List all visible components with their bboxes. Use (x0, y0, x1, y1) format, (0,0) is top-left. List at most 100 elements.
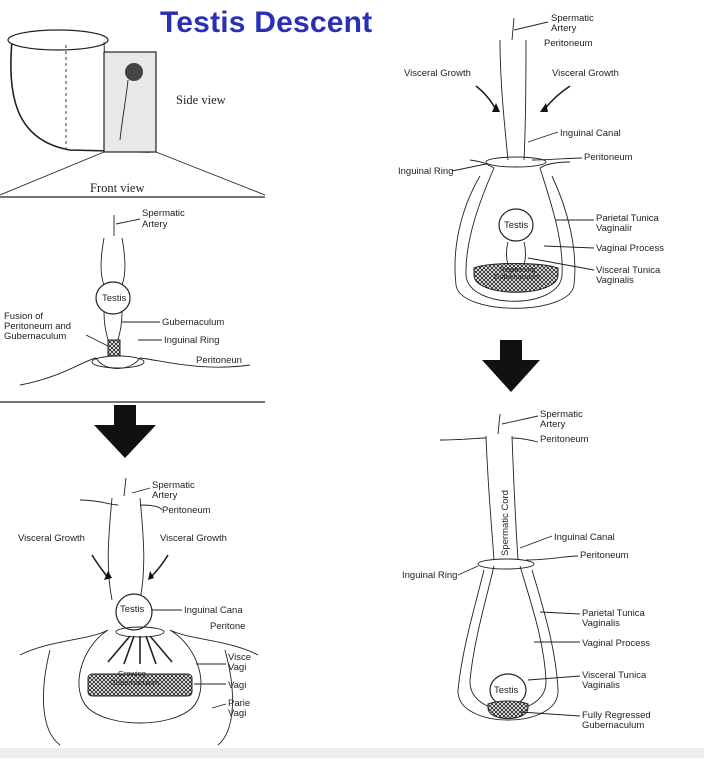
mid-tube (100, 237, 126, 286)
br-vaginal-process-label: Vaginal Process (582, 638, 650, 649)
mid-fusion-label-3: Gubernaculum (4, 331, 66, 342)
tr-artery-label-1: Spermatic (551, 13, 594, 24)
bl-visceral-right-label: Visceral Growth (160, 533, 227, 544)
bl-tube (107, 497, 145, 601)
bl-testis-label: Testis (120, 604, 145, 615)
tr-parietal-label-1: Parietal Tunica (596, 213, 660, 224)
mid-artery-label-1: Spermatic (142, 208, 185, 219)
bl-parietal-leader (211, 703, 227, 709)
bl-growth-arrows (107, 635, 173, 665)
mid-artery-leader (115, 218, 141, 225)
side-view-panel: Side view Front view (0, 0, 266, 200)
br-visceral-tunica-label-2: Vaginalis (582, 680, 620, 691)
mid-fusion-label-1: Fusion of (4, 311, 43, 322)
br-artery-label-1: Spermatic (540, 409, 583, 420)
tr-visceral-tunica-label-2: Vaginalis (596, 275, 634, 286)
tr-artery-label-2: Artery (551, 23, 577, 34)
br-sac-outer (457, 569, 559, 721)
tr-artery-leader (513, 21, 549, 31)
big-down-arrow-right[interactable] (482, 340, 540, 392)
bl-sac-outline (19, 629, 259, 724)
mid-fusion-block (107, 339, 121, 357)
br-parietal-label-2: Vaginalis (582, 618, 620, 629)
br-peritoneum-top-label: Peritoneum (540, 434, 589, 445)
tr-ring-label: Inguinal Ring (398, 166, 453, 177)
bl-growing-label-2: Gubernaculum (110, 678, 159, 687)
bl-visceral-tunica-label-1: Visce (228, 652, 251, 663)
br-peritoneum-right-line (525, 555, 579, 561)
bl-artery (123, 477, 127, 497)
side-testis (125, 63, 143, 81)
bl-visceral-tunica-label-2: Vagi (228, 662, 246, 673)
bl-visceral-arrowhead-right (148, 571, 154, 580)
br-testis-label: Testis (494, 685, 519, 696)
expand-line-left (0, 151, 105, 196)
br-fully-regressed-leader (519, 711, 581, 717)
bl-parietal-label-2: Vagi (228, 708, 246, 719)
tr-peritoneum-curve (469, 159, 571, 169)
tr-peritoneum-right-label: Peritoneum (584, 152, 633, 163)
tr-vaginal-process-label: Vaginal Process (596, 243, 664, 254)
bl-parietal-label-1: Parie (228, 698, 250, 709)
mid-inguinal-ring (91, 355, 145, 369)
tr-visceral-arrowhead-left (492, 103, 500, 112)
br-ring-label: Inguinal Ring (402, 570, 457, 581)
br-fully-regressed-label-2: Gubernaculum (582, 720, 644, 731)
side-view-label: Side view (176, 93, 226, 107)
bl-artery-label-2: Artery (152, 490, 178, 501)
tr-testis-label: Testis (504, 220, 529, 231)
br-cord (485, 435, 519, 561)
tr-parietal-label-2: Vaginalir (596, 223, 632, 234)
br-artery (497, 413, 501, 435)
tr-inguinal-ring (485, 156, 547, 168)
mid-gub-label: Gubernaculum (162, 317, 224, 328)
br-canal-label: Inguinal Canal (554, 532, 615, 543)
tr-cord (499, 39, 527, 161)
mid-testis-label: Testis (102, 293, 127, 304)
bl-visceral-left-label: Visceral Growth (18, 533, 85, 544)
body-outline (10, 39, 151, 153)
tr-regressing-label-2: Gubernaculum (494, 274, 540, 281)
br-parietal-leader (539, 611, 581, 615)
bl-visceral-arrow-left (91, 554, 109, 579)
side-canal (119, 79, 129, 141)
regressing-gubernaculum-panel: Spermatic Artery Peritoneum Visceral Gro… (398, 13, 664, 309)
tr-visceral-left-label: Visceral Growth (404, 68, 471, 79)
tr-artery (511, 17, 515, 41)
br-spermatic-cord-label: Spermatic Cord (500, 490, 511, 556)
bl-peritoneum-right-label: Peritone (210, 621, 245, 632)
bl-canal-label: Inguinal Cana (184, 605, 243, 616)
tr-regressing-gubernaculum-block (473, 263, 559, 293)
tr-visceral-arrowhead-right (540, 103, 548, 112)
br-canal-leader (519, 535, 553, 549)
mid-left-bg (0, 200, 265, 402)
tr-peritoneum-right-line (531, 157, 583, 161)
tr-guber-stalk (506, 241, 526, 266)
br-artery-leader (501, 415, 539, 425)
tr-sac-outer (454, 175, 576, 309)
front-view-panel: Spermatic Artery Testis Fusion of Perito… (0, 200, 265, 403)
front-view-label: Front view (90, 181, 145, 195)
big-down-arrow-left[interactable] (94, 405, 156, 458)
br-parietal-label-1: Parietal Tunica (582, 608, 646, 619)
bottom-bar (0, 748, 704, 758)
fully-regressed-panel: Spermatic Artery Peritoneum Spermatic Co… (402, 409, 651, 731)
br-ring-leader (457, 565, 479, 576)
br-inguinal-ring (477, 558, 535, 570)
br-regressed-gubernaculum-block (487, 700, 529, 719)
tr-canal-label: Inguinal Canal (560, 128, 621, 139)
bl-visceral-arrowhead-left (104, 571, 112, 580)
bl-testis-shape (115, 593, 153, 631)
tr-visceral-tunica-leader (527, 257, 595, 271)
mid-artery-label-2: Artery (142, 219, 168, 230)
tr-vaginal-process-leader (543, 245, 595, 249)
mid-fusion-leader (85, 334, 109, 347)
tr-testis-shape (498, 208, 534, 242)
bl-growing-label-1: Growing (118, 669, 146, 678)
br-visceral-tunica-leader (527, 675, 581, 681)
expand-line-right (155, 151, 266, 196)
tr-visceral-arrow-left (475, 85, 497, 111)
bl-sac-outer (43, 649, 233, 746)
